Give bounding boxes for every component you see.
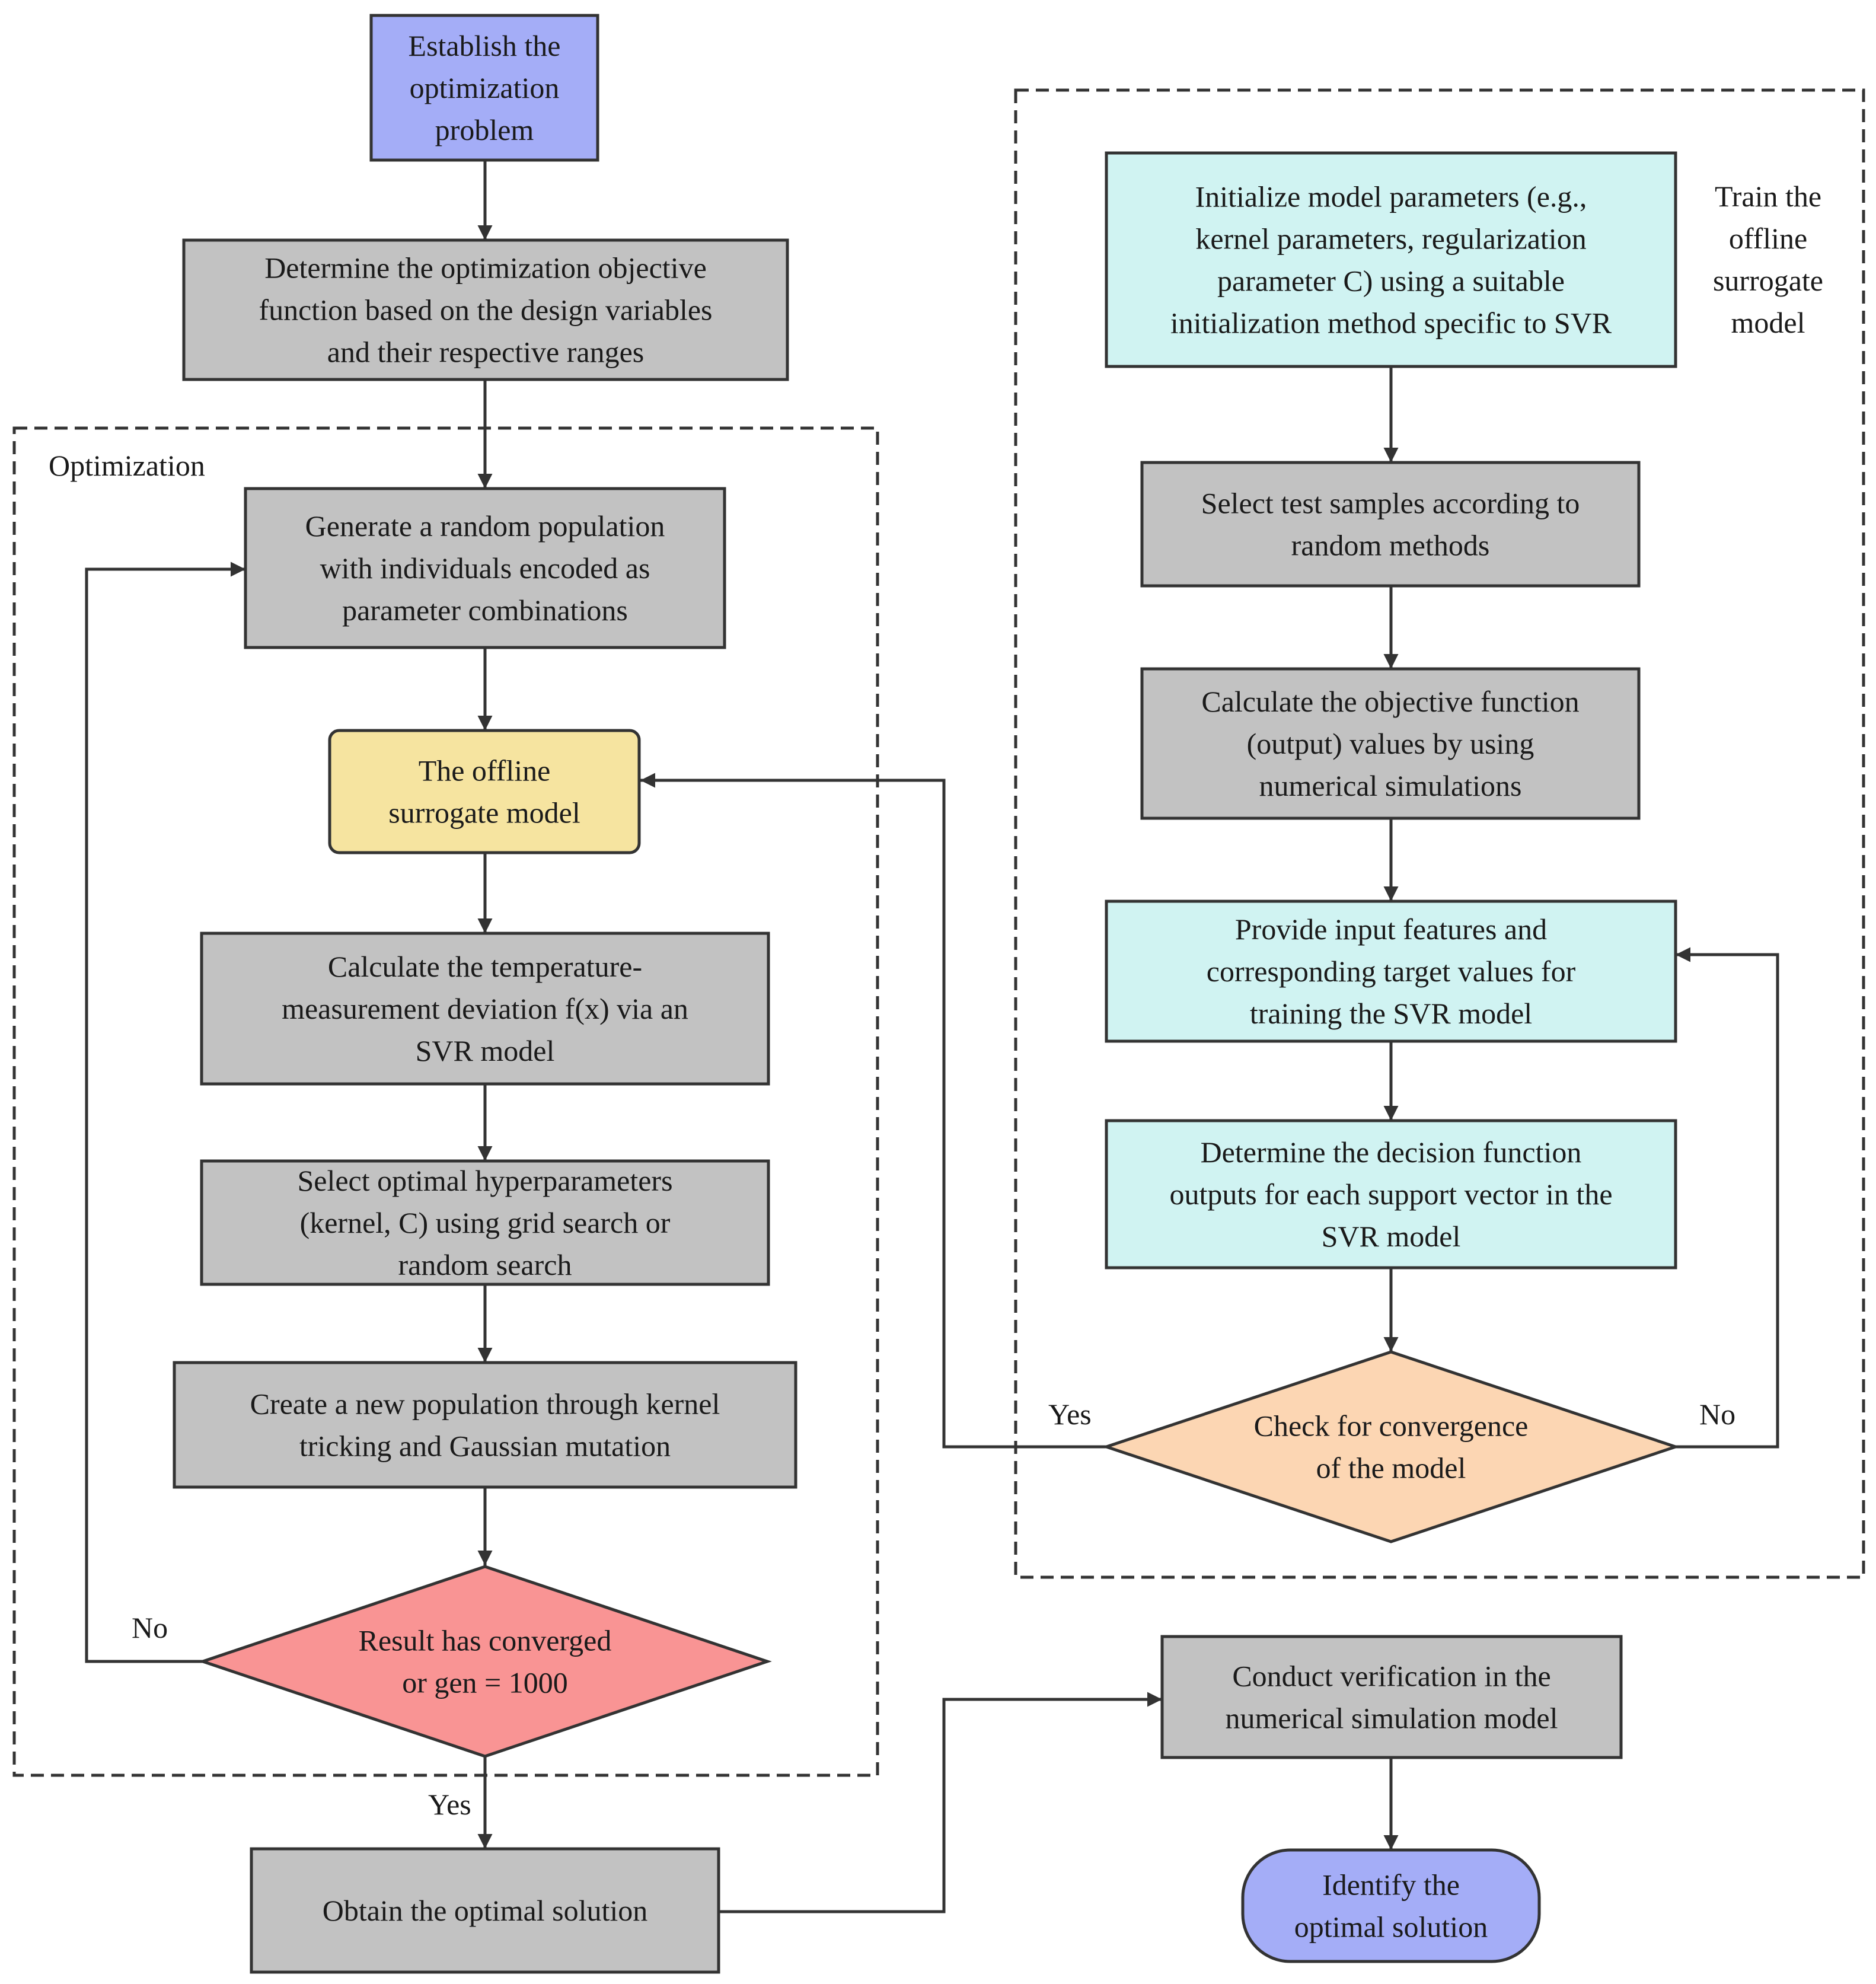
node-generate-population: Generate a random population with individ… xyxy=(244,487,726,649)
node-text-line: random search xyxy=(398,1248,572,1281)
process-box xyxy=(1160,1635,1623,1759)
process-box xyxy=(250,1847,720,1974)
node-text-line: random methods xyxy=(1291,529,1490,562)
node-text-line: Select test samples according to xyxy=(1201,487,1580,520)
node-text-line: The offline xyxy=(419,754,551,787)
node-text-line: Generate a random population xyxy=(305,509,665,543)
group-optimization-label: Optimization xyxy=(49,449,205,482)
decision-diamond xyxy=(198,1565,772,1758)
node-text-line: Calculate the temperature- xyxy=(328,950,642,983)
node-decision-function: Determine the decision function outputs f… xyxy=(1105,1119,1677,1269)
group-training-label-line: model xyxy=(1731,306,1805,339)
process-box xyxy=(1140,461,1641,588)
node-initialize-parameters: Initialize model parameters (e.g., kernel… xyxy=(1105,151,1677,368)
node-calculate-deviation: Calculate the temperature-measurement de… xyxy=(200,932,770,1086)
node-text-line: Calculate the objective function xyxy=(1201,685,1579,718)
node-text-line: numerical simulation model xyxy=(1226,1702,1558,1735)
node-text-line: Select optimal hyperparameters xyxy=(297,1164,672,1197)
node-text-line: Provide input features and xyxy=(1235,913,1547,946)
node-text-line: SVR model xyxy=(1322,1220,1461,1253)
node-text-line: corresponding target values for xyxy=(1207,955,1576,988)
process-box xyxy=(1241,1848,1541,1963)
process-box xyxy=(1105,151,1677,368)
node-obtain-optimal-solution: Obtain the optimal solution xyxy=(250,1847,720,1974)
node-select-hyperparameters: Select optimal hyperparameters (kernel, C… xyxy=(200,1159,770,1286)
node-calculate-objective: Calculate the objective function (output)… xyxy=(1140,667,1641,820)
process-box xyxy=(244,487,726,649)
node-text-line: training the SVR model xyxy=(1250,997,1532,1030)
node-text-line: Determine the optimization objective xyxy=(264,251,707,285)
process-box xyxy=(369,14,599,162)
node-text-line: Conduct verification in the xyxy=(1232,1660,1550,1693)
node-text-line: Check for convergence xyxy=(1254,1409,1529,1443)
group-training-label-line: Train the xyxy=(1715,180,1821,213)
node-text-line: outputs for each support vector in the xyxy=(1169,1178,1612,1211)
process-box xyxy=(1105,900,1677,1043)
group-training xyxy=(1014,88,1865,1579)
node-text-line: numerical simulations xyxy=(1259,769,1522,802)
node-establish-problem: Establish the optimization problem xyxy=(369,14,599,162)
node-text-line: optimal solution xyxy=(1294,1910,1488,1944)
process-box xyxy=(200,932,770,1086)
node-result-converged-decision: Result has converged or gen = 1000 xyxy=(198,1565,772,1758)
node-text-line: with individuals encoded as xyxy=(320,551,650,585)
edge-label-check-no: No xyxy=(1699,1398,1735,1431)
nodes-layer: Establish the optimization problem Determi… xyxy=(173,14,1680,1974)
node-text-line: Identify the xyxy=(1322,1868,1460,1902)
node-text-line: tricking and Gaussian mutation xyxy=(299,1430,671,1463)
node-text-line: (kernel, C) using grid search or xyxy=(300,1206,671,1239)
process-box xyxy=(182,238,789,381)
group-training-label: Train the offline surrogate model xyxy=(1713,180,1823,339)
edge-optimal-verify xyxy=(719,1692,1162,1913)
edge-label-converged-no: No xyxy=(132,1611,168,1644)
node-text-line: of the model xyxy=(1316,1452,1466,1485)
node-offline-surrogate-model: The offline surrogate model xyxy=(328,729,641,854)
node-create-new-population: Create a new population through kernel tr… xyxy=(173,1361,797,1489)
node-text-line: kernel parameters, regularization xyxy=(1195,222,1586,256)
node-check-convergence-decision: Check for convergence of the model xyxy=(1102,1350,1680,1543)
node-text-line: parameter C) using a suitable xyxy=(1217,264,1565,298)
node-provide-features: Provide input features and corresponding … xyxy=(1105,900,1677,1043)
node-text-line: Create a new population through kernel xyxy=(250,1387,720,1421)
node-conduct-verification: Conduct verification in the numerical sim… xyxy=(1160,1635,1623,1759)
node-text-line: surrogate model xyxy=(388,796,580,830)
node-select-test-samples: Select test samples according to random m… xyxy=(1140,461,1641,588)
process-box xyxy=(328,729,641,854)
node-text-line: Initialize model parameters (e.g., xyxy=(1195,180,1587,213)
group-optimization xyxy=(12,426,879,1777)
node-text-line: initialization method specific to SVR xyxy=(1170,307,1612,340)
node-text-line: or gen = 1000 xyxy=(402,1666,568,1699)
node-text-line: parameter combinations xyxy=(342,594,628,627)
node-text-line: and their respective ranges xyxy=(327,336,644,369)
process-box xyxy=(200,1159,770,1286)
node-text-line: Result has converged xyxy=(359,1624,612,1657)
node-text-line: Determine the decision function xyxy=(1201,1135,1582,1169)
edge-check-surrogate-yes xyxy=(640,773,1108,1449)
process-box xyxy=(1140,667,1641,820)
node-text-line: Obtain the optimal solution xyxy=(323,1894,648,1927)
node-text-line: SVR model xyxy=(416,1034,555,1067)
process-box xyxy=(173,1361,797,1489)
group-training-label-line: offline xyxy=(1729,222,1807,255)
node-text-line: optimization xyxy=(410,71,560,104)
node-text-line: (output) values by using xyxy=(1247,727,1534,760)
node-text-line: problem xyxy=(435,113,534,146)
edge-converged-population-no xyxy=(85,562,245,1663)
node-text-line: function based on the design variables xyxy=(259,294,712,327)
node-text-line: Establish the xyxy=(409,29,561,62)
decision-diamond xyxy=(1102,1350,1680,1543)
process-box xyxy=(1105,1119,1677,1269)
node-identify-optimal-solution: Identify the optimal solution xyxy=(1241,1848,1541,1963)
edge-check-features-no xyxy=(1676,947,1779,1449)
group-training-label-line: surrogate xyxy=(1713,264,1823,297)
node-text-line: measurement deviation f(x) via an xyxy=(282,992,688,1025)
edge-label-converged-yes: Yes xyxy=(428,1788,471,1821)
edge-label-check-yes: Yes xyxy=(1048,1398,1092,1431)
node-objective-function: Determine the optimization objective func… xyxy=(182,238,789,381)
edges-layer xyxy=(85,160,1779,1913)
